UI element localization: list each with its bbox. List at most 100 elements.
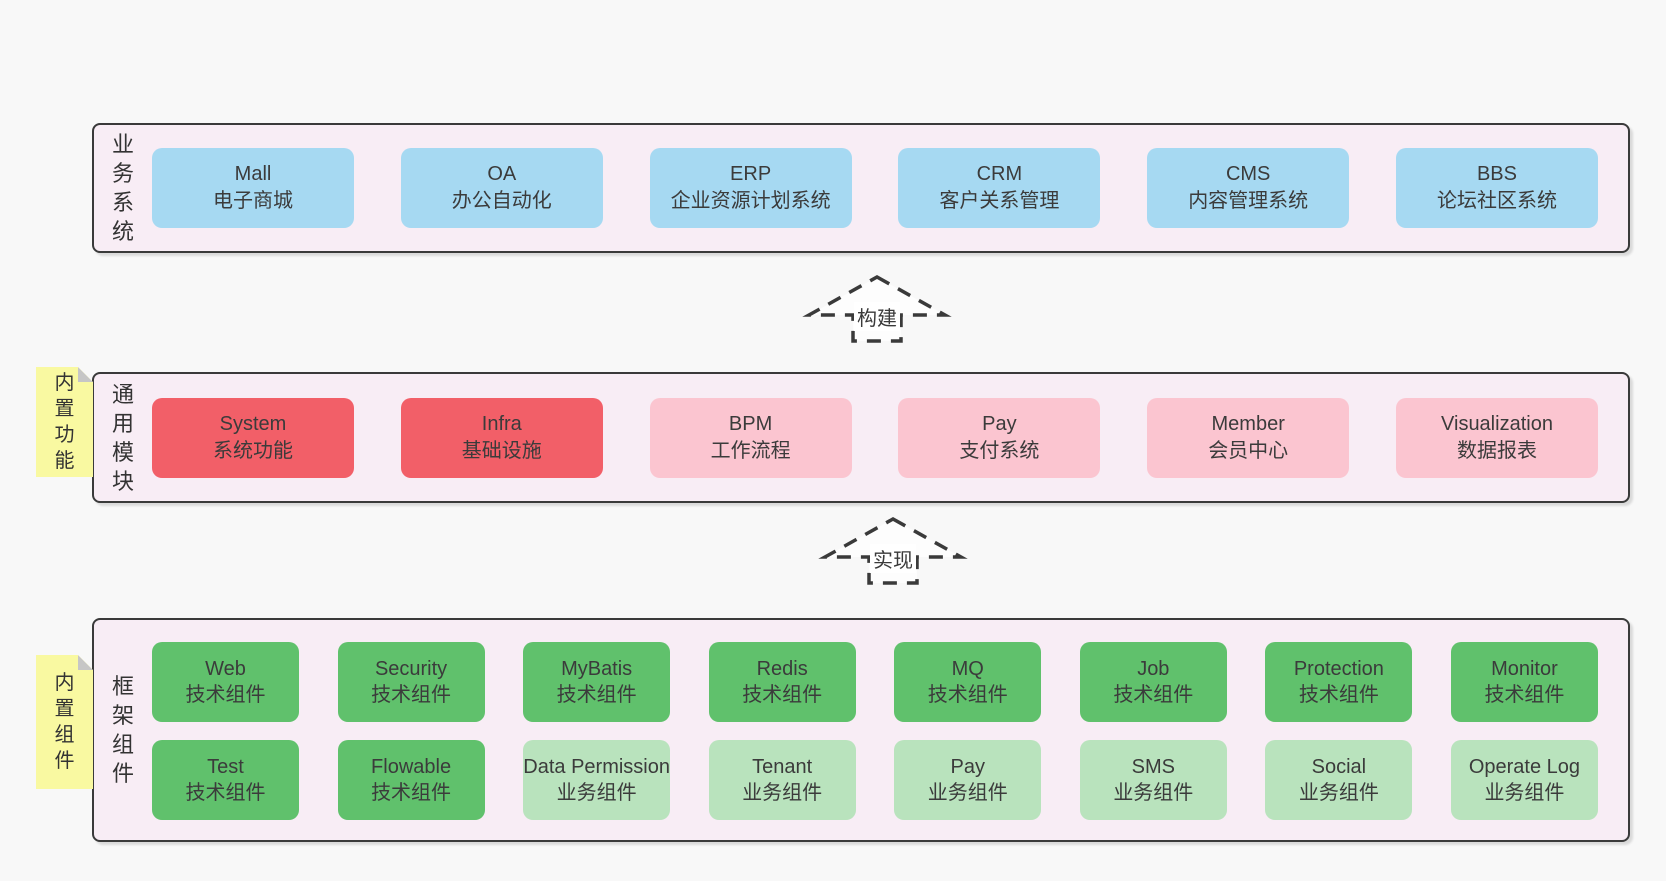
box-subtitle: 技术组件 — [556, 684, 637, 706]
arrow-build: 构建 — [802, 274, 952, 343]
layer-label-common-modules: 通用模块 — [111, 381, 134, 494]
box-visualization: Visualization 数据报表 — [1395, 397, 1598, 478]
box-title: OA — [487, 163, 517, 185]
box-title: Infra — [481, 412, 522, 435]
box-subtitle: 基础设施 — [461, 439, 542, 462]
box-cms: CMS 内容管理系统 — [1147, 148, 1350, 228]
box-title: Flowable — [371, 756, 452, 778]
box-subtitle: 技术组件 — [185, 684, 266, 706]
box-subtitle: 技术组件 — [371, 782, 452, 804]
sticky-note-built-in-components: 内置组件 — [36, 655, 93, 789]
box-web: Web 技术组件 — [152, 642, 299, 722]
layer-label-business-systems: 业务系统 — [111, 132, 134, 244]
box-data-permission: Data Permission 业务组件 — [523, 740, 671, 820]
box-subtitle: 技术组件 — [927, 684, 1008, 706]
layer-label-wrap: 业务系统 — [94, 125, 152, 251]
box-redis: Redis 技术组件 — [708, 642, 856, 722]
fold-corner-icon — [78, 367, 93, 382]
box-oa: OA 办公自动化 — [400, 148, 603, 228]
panel-framework-components: 框架组件 Web 技术组件 Security 技术组件 MyBatis 技术组件… — [92, 618, 1630, 842]
box-subtitle: 技术组件 — [742, 684, 823, 706]
box-title: Security — [374, 658, 448, 680]
layer-label-wrap: 通用模块 — [94, 374, 152, 501]
box-title: ERP — [730, 163, 772, 185]
box-subtitle: 业务组件 — [742, 782, 823, 804]
box-bbs: BBS 论坛社区系统 — [1395, 148, 1598, 228]
box-title: Test — [207, 756, 244, 778]
box-tenant: Tenant 业务组件 — [708, 740, 856, 820]
box-subtitle: 支付系统 — [959, 439, 1040, 462]
box-title: Job — [1137, 658, 1170, 680]
box-mall: Mall 电子商城 — [152, 148, 354, 228]
box-title: Web — [205, 658, 246, 680]
box-crm: CRM 客户关系管理 — [898, 148, 1101, 228]
arrow-implement: 实现 — [818, 516, 968, 585]
box-subtitle: 业务组件 — [1298, 782, 1379, 804]
box-subtitle: 客户关系管理 — [939, 190, 1060, 212]
box-subtitle: 论坛社区系统 — [1436, 190, 1557, 212]
box-title: System — [219, 412, 287, 435]
box-flowable: Flowable 技术组件 — [337, 740, 485, 820]
box-infra: Infra 基础设施 — [400, 397, 603, 478]
box-subtitle: 企业资源计划系统 — [670, 190, 831, 212]
panel-business-systems: 业务系统 Mall 电子商城 OA 办公自动化 ERP 企业资源计划系统 CRM… — [92, 123, 1630, 253]
box-member: Member 会员中心 — [1147, 397, 1350, 478]
box-erp: ERP 企业资源计划系统 — [649, 148, 852, 228]
arrow-label: 构建 — [854, 302, 900, 331]
box-security: Security 技术组件 — [337, 642, 485, 722]
box-title: SMS — [1131, 756, 1175, 778]
box-protection: Protection 技术组件 — [1265, 642, 1413, 722]
framework-row-1: Web 技术组件 Security 技术组件 MyBatis 技术组件 Redi… — [152, 642, 1598, 722]
box-pay: Pay 支付系统 — [898, 397, 1101, 478]
layer-label-framework-components: 框架组件 — [111, 674, 134, 786]
box-monitor: Monitor 技术组件 — [1450, 642, 1598, 722]
box-subtitle: 技术组件 — [1298, 684, 1379, 706]
box-subtitle: 内容管理系统 — [1188, 190, 1309, 212]
box-title: CRM — [976, 163, 1023, 185]
arrow-label: 实现 — [870, 544, 916, 573]
box-title: Visualization — [1441, 412, 1553, 435]
box-job: Job 技术组件 — [1079, 642, 1227, 722]
box-title: Pay — [982, 412, 1017, 435]
framework-components-grid: Web 技术组件 Security 技术组件 MyBatis 技术组件 Redi… — [152, 620, 1628, 840]
box-pay-component: Pay 业务组件 — [894, 740, 1042, 820]
box-title: Pay — [950, 756, 985, 778]
box-sms: SMS 业务组件 — [1079, 740, 1227, 820]
box-subtitle: 会员中心 — [1208, 439, 1289, 462]
box-subtitle: 技术组件 — [185, 782, 266, 804]
box-subtitle: 工作流程 — [710, 439, 791, 462]
box-subtitle: 技术组件 — [371, 684, 452, 706]
box-title: Member — [1211, 412, 1285, 435]
box-title: Protection — [1293, 658, 1384, 680]
sticky-note-built-in-features: 内置功能 — [36, 367, 93, 477]
sticky-label: 内置组件 — [54, 672, 75, 772]
box-subtitle: 技术组件 — [1484, 684, 1565, 706]
box-subtitle: 业务组件 — [1484, 782, 1565, 804]
box-test: Test 技术组件 — [152, 740, 299, 820]
box-title: Monitor — [1491, 658, 1558, 680]
box-title: MyBatis — [561, 658, 633, 680]
business-modules: Mall 电子商城 OA 办公自动化 ERP 企业资源计划系统 CRM 客户关系… — [152, 125, 1628, 251]
box-title: Data Permission — [523, 756, 670, 778]
panel-common-modules: 通用模块 System 系统功能 Infra 基础设施 BPM 工作流程 Pay… — [92, 372, 1630, 503]
box-subtitle: 系统功能 — [213, 439, 293, 462]
box-title: Redis — [756, 658, 808, 680]
box-subtitle: 业务组件 — [927, 782, 1008, 804]
box-subtitle: 数据报表 — [1456, 439, 1537, 462]
framework-row-2: Test 技术组件 Flowable 技术组件 Data Permission … — [152, 740, 1598, 820]
box-subtitle: 办公自动化 — [451, 190, 552, 212]
box-title: Social — [1311, 756, 1367, 778]
box-social: Social 业务组件 — [1265, 740, 1413, 820]
box-operate-log: Operate Log 业务组件 — [1450, 740, 1598, 820]
box-title: Tenant — [752, 756, 813, 778]
box-subtitle: 业务组件 — [1113, 782, 1194, 804]
box-title: Mall — [234, 163, 272, 185]
box-title: BBS — [1476, 163, 1517, 185]
box-title: Operate Log — [1468, 756, 1581, 778]
fold-corner-icon — [78, 655, 93, 670]
box-subtitle: 技术组件 — [1113, 684, 1194, 706]
box-subtitle: 电子商城 — [213, 190, 293, 212]
box-title: BPM — [728, 412, 773, 435]
sticky-label: 内置功能 — [54, 372, 75, 472]
common-modules: System 系统功能 Infra 基础设施 BPM 工作流程 Pay 支付系统… — [152, 374, 1628, 501]
